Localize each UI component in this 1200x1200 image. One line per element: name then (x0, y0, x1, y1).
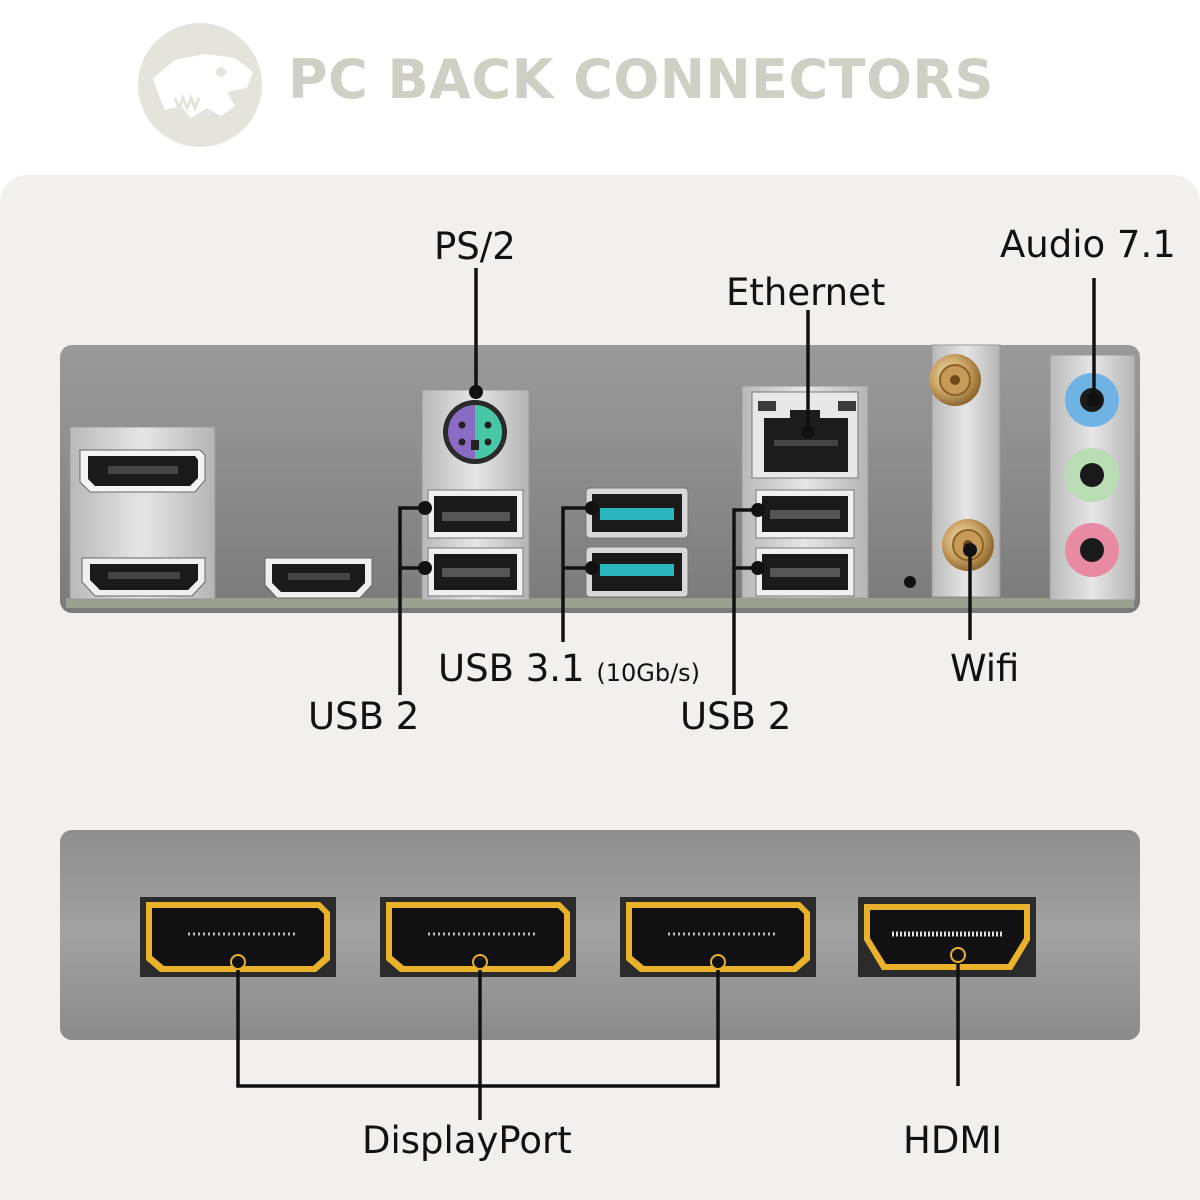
left-video-port-stack (69, 426, 216, 600)
leader-usb31 (561, 506, 592, 642)
leader-displayport-bracket (236, 962, 720, 1088)
label-audio: Audio 7.1 (1000, 223, 1176, 266)
label-hdmi: HDMI (903, 1119, 1003, 1162)
label-ps2: PS/2 (434, 225, 516, 268)
displayport-port-3 (620, 897, 816, 977)
ps2-port (443, 400, 507, 464)
usb31-port-bottom (585, 546, 689, 598)
label-usb31-speed: (10Gb/s) (596, 659, 701, 687)
hdmi-port-left (81, 557, 206, 597)
leader-dots (230, 385, 1101, 970)
audio-jack-pink (1065, 523, 1119, 577)
wifi-antenna-module (929, 344, 1001, 598)
label-ethernet: Ethernet (726, 271, 886, 314)
label-usb31: USB 3.1 (10Gb/s) (438, 650, 700, 687)
header: PC BACK CONNECTORS (0, 0, 1200, 175)
label-usb2-right: USB 2 (680, 695, 792, 738)
usb2-port-right-top (755, 489, 855, 539)
io-panel-bottom (60, 830, 1140, 1040)
label-displayport: DisplayPort (362, 1119, 572, 1162)
page-title: PC BACK CONNECTORS (288, 48, 994, 111)
hdmi-port-middle (264, 557, 373, 599)
displayport-port-2 (380, 897, 576, 977)
displayport-port-left (79, 449, 206, 493)
usb2-port-left-top (427, 489, 524, 539)
io-panel-top (60, 345, 1140, 613)
ps2-usb-column (421, 389, 530, 601)
label-usb31-main: USB 3.1 (438, 647, 585, 690)
label-wifi: Wifi (950, 647, 1020, 690)
wifi-antenna-connector-top (929, 354, 981, 406)
hdmi-port-bottom (858, 897, 1036, 977)
indicator-dot (904, 576, 916, 588)
audio-jack-green (1065, 448, 1119, 502)
label-usb2-left: USB 2 (308, 695, 420, 738)
leader-usb2-right (732, 508, 758, 695)
usb31-port-top (585, 487, 689, 539)
dinosaur-skull-logo-icon (138, 23, 262, 147)
displayport-port-1 (140, 897, 336, 977)
usb2-port-left-bottom (427, 547, 524, 597)
usb2-port-right-bottom (755, 547, 855, 597)
leader-usb2-left (398, 506, 425, 695)
usb31-ports (585, 487, 689, 598)
